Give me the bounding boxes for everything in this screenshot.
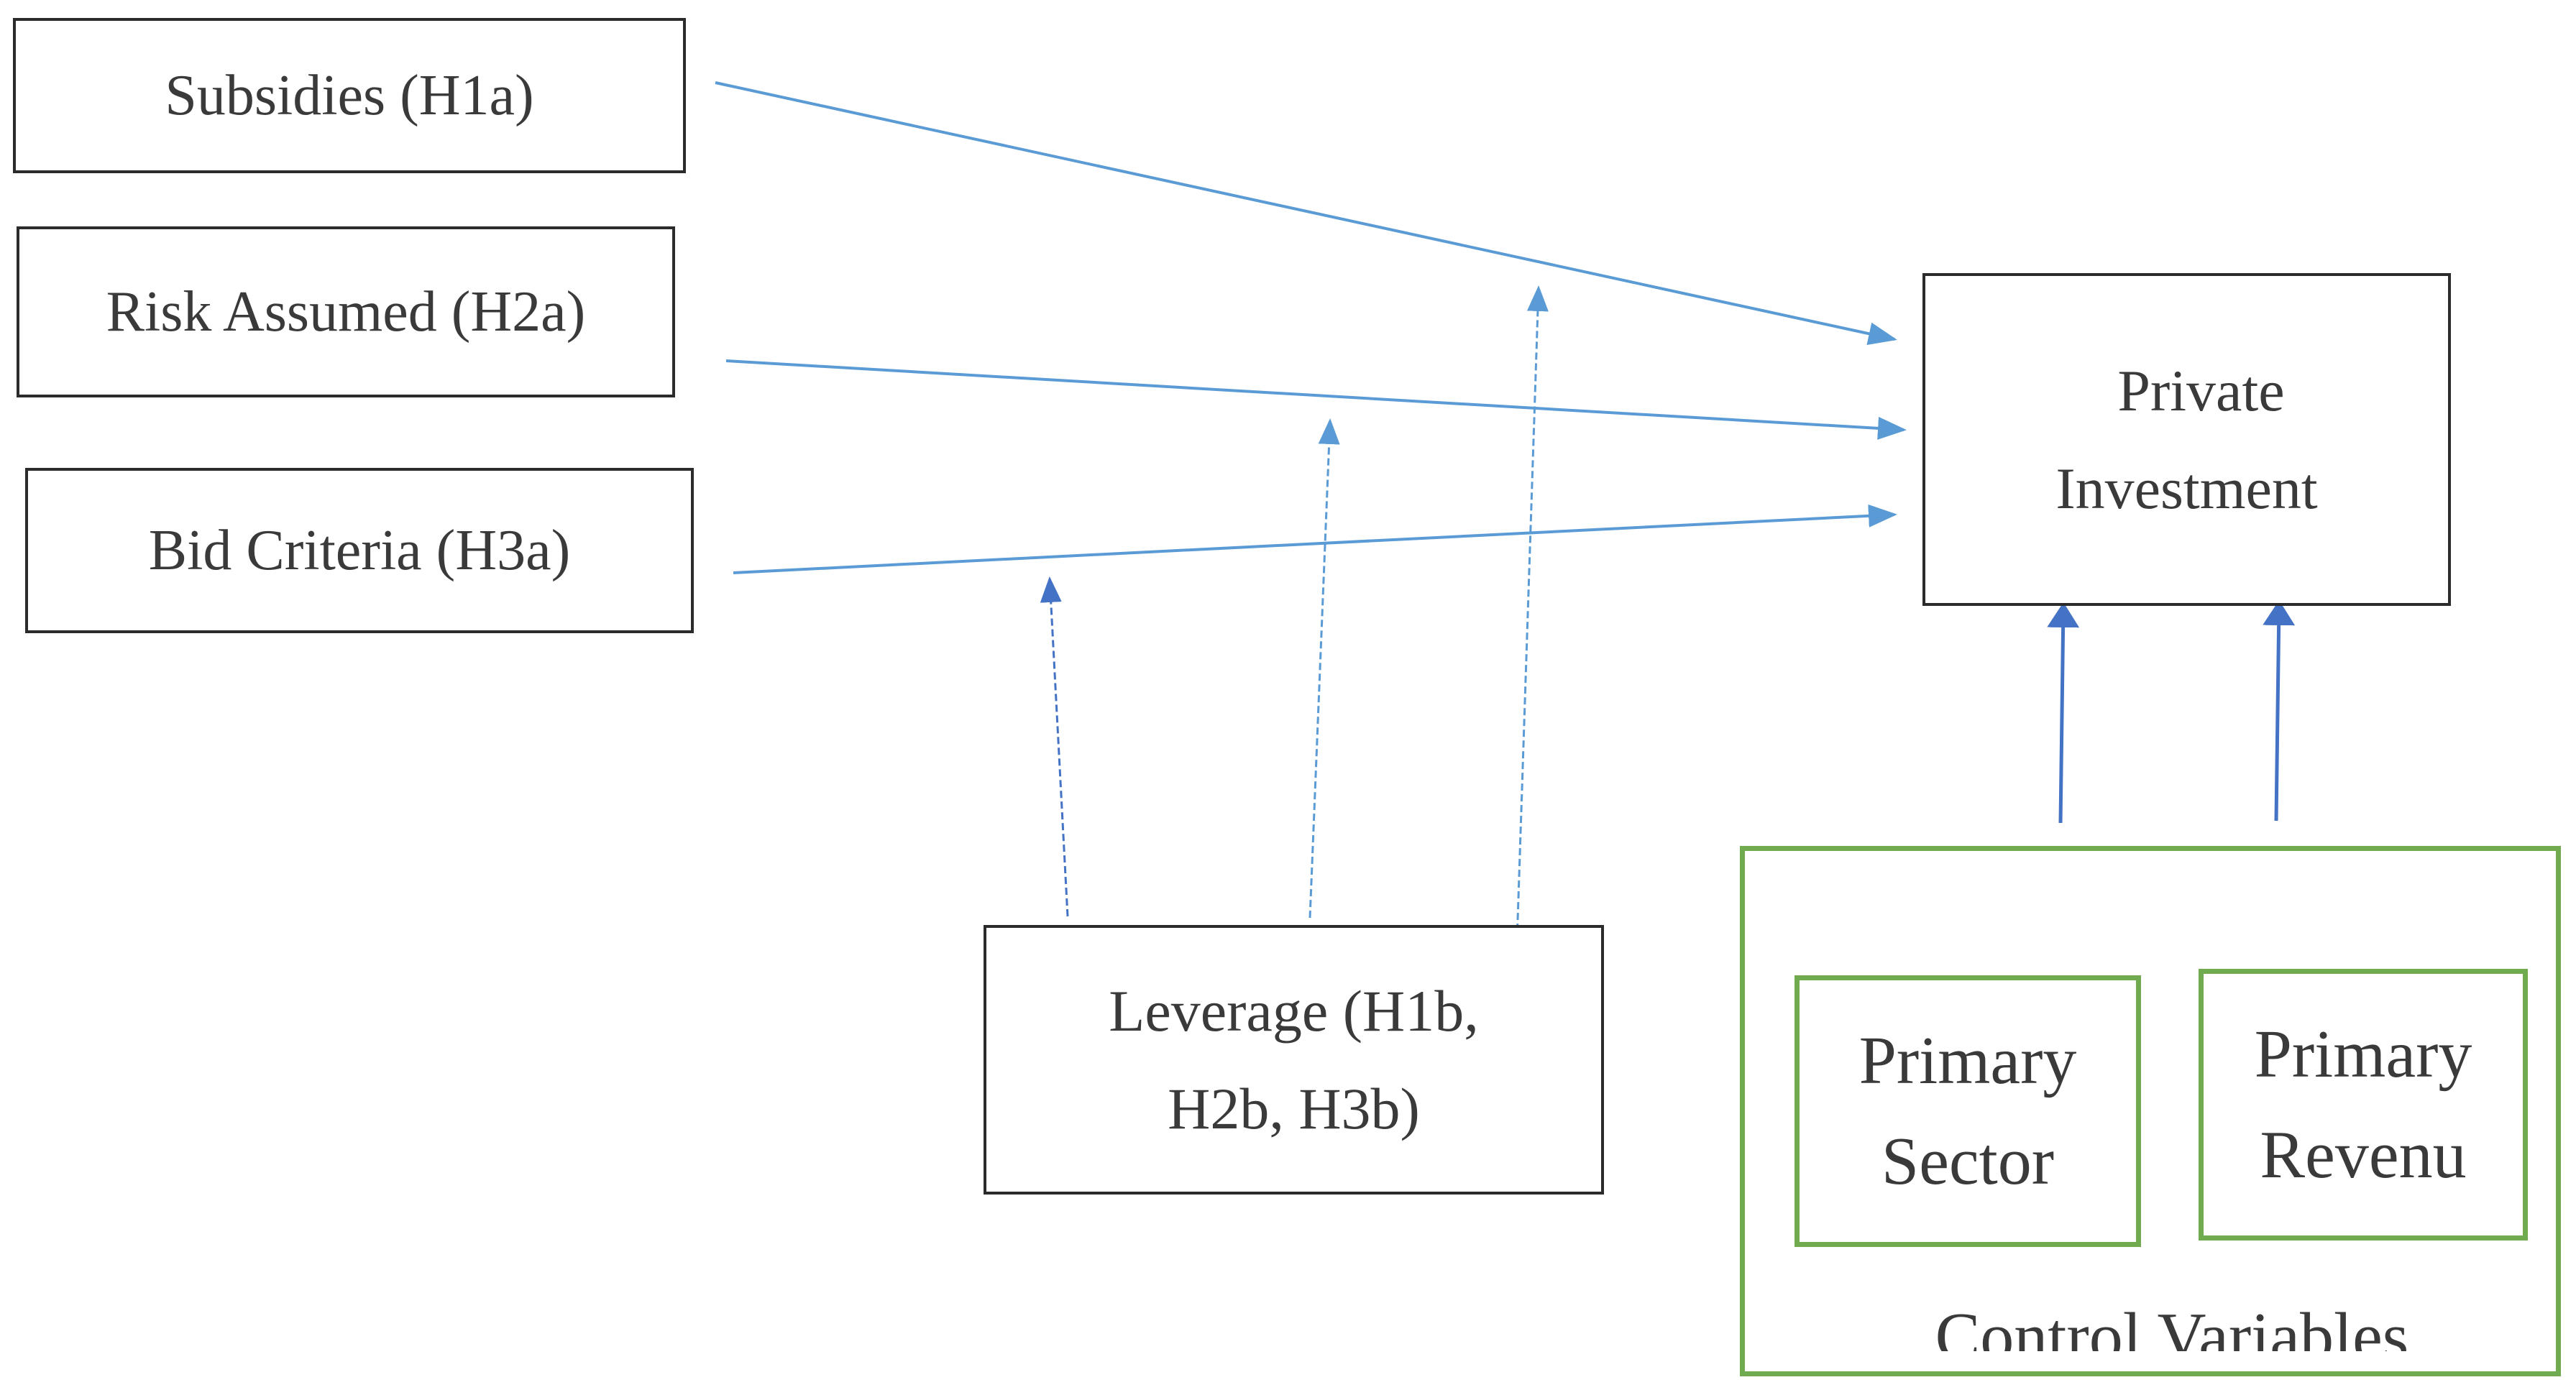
arrow-leverage-moderates-risk	[1308, 418, 1340, 919]
primary-revenue-box: Primary Revenu	[2199, 969, 2528, 1241]
leverage-label-line2: H2b, H3b)	[1168, 1075, 1420, 1141]
primary-revenue-label-line2: Revenu	[2260, 1118, 2467, 1192]
risk-assumed-label: Risk Assumed (H2a)	[106, 280, 586, 344]
arrow-subsidies-to-investment	[715, 81, 1897, 345]
private-investment-box: Private Investment	[1922, 273, 2451, 606]
bid-criteria-box: Bid Criteria (H3a)	[25, 468, 694, 633]
arrow-revenue-to-investment	[2263, 600, 2296, 821]
control-variables-label: Control Variables	[1935, 1299, 2409, 1351]
bid-criteria-label: Bid Criteria (H3a)	[148, 519, 571, 582]
subsidies-box: Subsidies (H1a)	[13, 18, 686, 173]
leverage-box: Leverage (H1b, H2b, H3b)	[984, 925, 1604, 1195]
arrow-risk-to-investment	[725, 359, 1907, 440]
private-investment-label-line2: Investment	[2055, 455, 2318, 521]
risk-assumed-box: Risk Assumed (H2a)	[17, 226, 675, 397]
arrow-leverage-moderates-bid	[1040, 576, 1069, 917]
control-variables-label-clip: Control Variables	[1740, 1279, 2561, 1351]
private-investment-label-line1: Private	[2117, 357, 2285, 423]
arrow-bid-to-investment	[733, 504, 1897, 574]
leverage-label-line1: Leverage (H1b,	[1109, 977, 1479, 1044]
primary-revenue-label-line1: Primary	[2254, 1017, 2472, 1092]
primary-sector-label-line2: Sector	[1881, 1124, 2055, 1199]
subsidies-label: Subsidies (H1a)	[165, 64, 534, 127]
arrow-sector-to-investment	[2047, 602, 2080, 824]
primary-sector-box: Primary Sector	[1795, 975, 2141, 1247]
primary-sector-label-line1: Primary	[1858, 1023, 2077, 1098]
arrow-leverage-moderates-subsidies	[1516, 285, 1549, 942]
